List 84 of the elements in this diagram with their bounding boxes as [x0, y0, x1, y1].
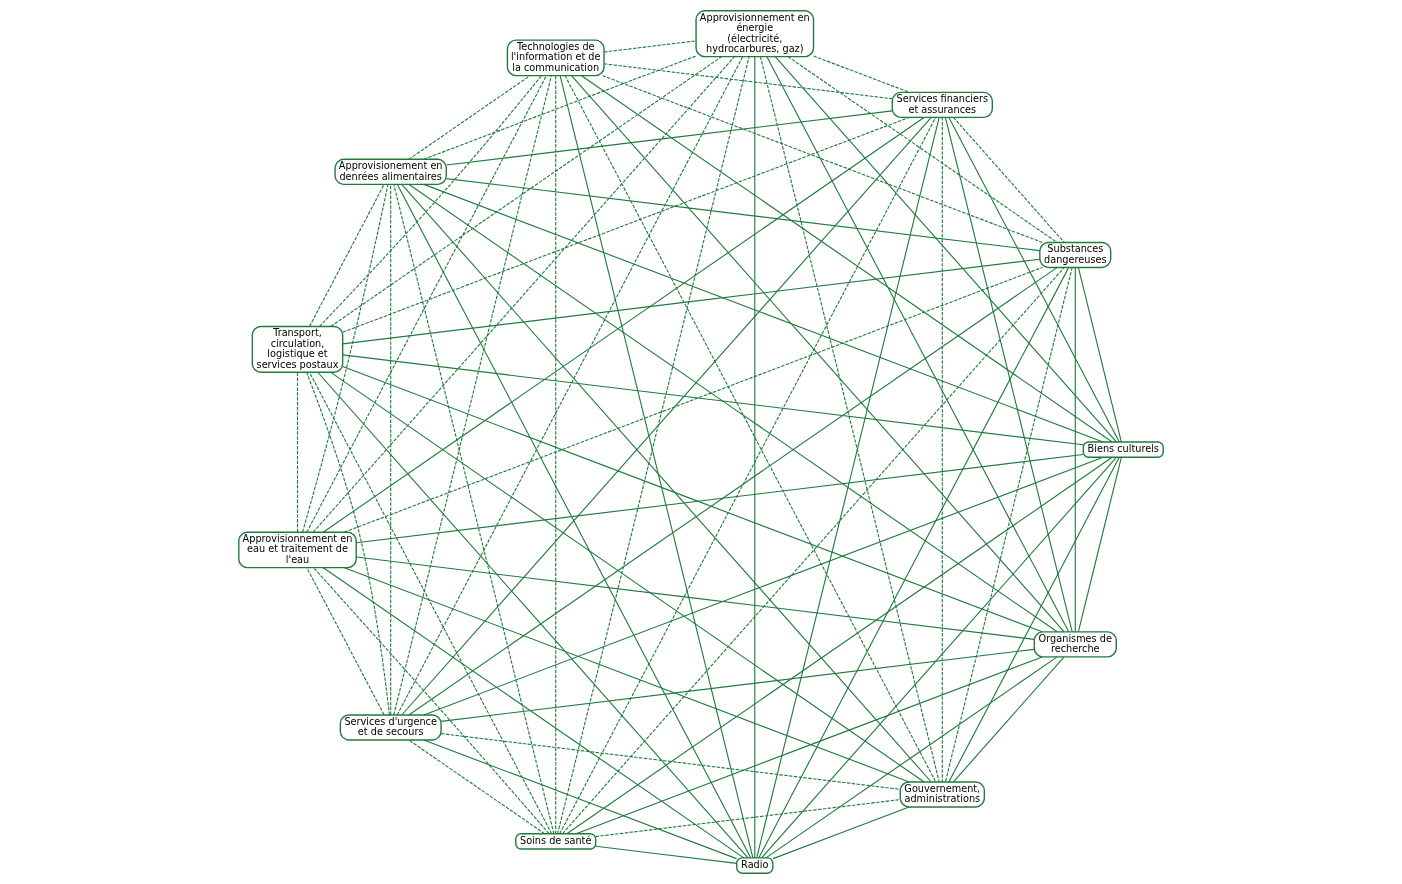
connector	[355, 556, 1035, 640]
connector	[941, 116, 943, 783]
connector	[813, 55, 910, 93]
connector	[342, 366, 1043, 633]
connector	[302, 183, 389, 533]
connector	[312, 56, 735, 533]
connector	[758, 267, 1070, 859]
connector	[601, 75, 1043, 243]
connector	[440, 733, 901, 790]
node-box: Soins de santé	[515, 833, 597, 850]
connector	[343, 266, 1043, 533]
connector	[408, 75, 531, 160]
connector	[390, 183, 392, 716]
connector	[408, 183, 1058, 633]
connector	[440, 648, 1035, 722]
connector	[330, 371, 925, 783]
connector	[944, 266, 1073, 783]
connector	[396, 184, 752, 859]
connector	[401, 117, 932, 716]
connector	[759, 56, 940, 783]
connector	[944, 117, 1073, 633]
node-box: Services d'urgence et de secours	[339, 714, 442, 741]
connector	[317, 371, 749, 859]
node-box: Substances dangereuses	[1039, 241, 1112, 269]
connector	[774, 56, 1117, 443]
connector	[330, 56, 722, 327]
connector	[765, 656, 1058, 859]
connector	[1077, 267, 1122, 443]
connector	[401, 184, 932, 783]
connector	[1077, 456, 1122, 633]
connector	[445, 178, 1041, 252]
connector	[1074, 267, 1076, 633]
connector	[423, 739, 738, 860]
connector	[393, 183, 555, 835]
node-box: Approvisionnement en eau et traitement de l'eau	[238, 531, 357, 569]
connector	[342, 354, 1084, 446]
connector	[595, 799, 901, 838]
connector	[948, 116, 1120, 443]
connector	[408, 267, 1058, 716]
node-box: Services financiers et assurances	[891, 91, 994, 119]
connector	[603, 40, 697, 53]
connector	[423, 55, 697, 160]
connector	[343, 567, 910, 783]
connector	[445, 110, 893, 166]
node-box: Approvisionnement en énergie (électricité, hydrocarbures, gaz)	[695, 10, 815, 58]
connector	[312, 567, 550, 835]
connector	[575, 656, 1043, 835]
connector	[322, 116, 925, 533]
connector	[355, 453, 1084, 544]
connector	[306, 371, 390, 716]
connector	[322, 567, 745, 859]
node-box: Biens culturels	[1082, 441, 1164, 458]
connector	[952, 116, 1065, 243]
connector	[555, 75, 557, 835]
connector	[756, 116, 940, 859]
connector	[408, 739, 546, 835]
connector	[766, 56, 1070, 633]
connector	[306, 75, 547, 533]
connector	[570, 75, 1065, 633]
connector	[595, 845, 738, 864]
connector	[787, 56, 1058, 243]
connector	[423, 183, 1104, 443]
node-box: Technologies de l'information et de la communication	[506, 39, 605, 77]
connector	[566, 456, 1113, 835]
connector	[952, 656, 1065, 783]
connector	[309, 371, 553, 835]
connector	[423, 456, 1104, 716]
connector	[772, 806, 910, 860]
connector	[296, 372, 299, 533]
connector	[342, 116, 910, 333]
connector	[393, 75, 552, 716]
connector	[319, 75, 542, 327]
connector	[562, 267, 1065, 835]
node-box: Approvisionement en denrées alimentaires	[334, 158, 447, 185]
connector	[603, 63, 893, 100]
connector	[754, 56, 756, 859]
node-box: Transport, circulation, logistique et services postaux	[251, 325, 344, 373]
connector	[306, 567, 385, 716]
node-box: Radio	[736, 857, 774, 874]
connector	[396, 56, 744, 716]
node-box: Organismes de recherche	[1033, 631, 1117, 658]
connector	[342, 258, 1041, 345]
node-box: Gouvernement, administrations	[899, 781, 986, 808]
connector	[309, 183, 385, 327]
